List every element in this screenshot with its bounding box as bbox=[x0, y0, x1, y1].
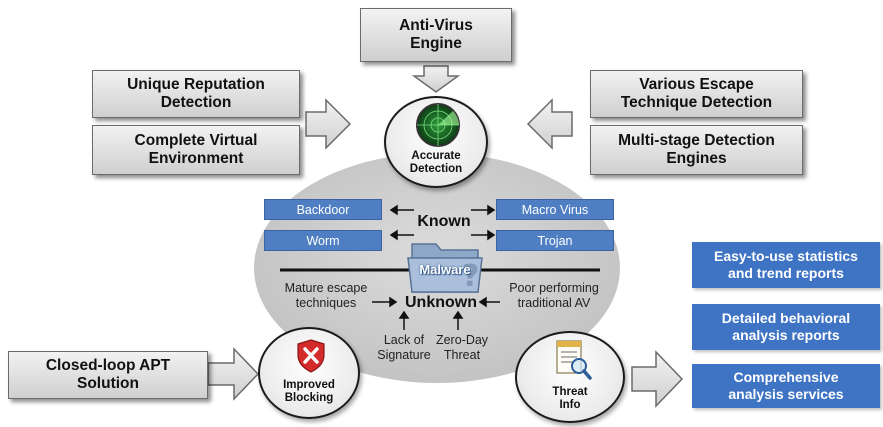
mature-escape-text: Mature escape techniques bbox=[284, 281, 368, 310]
closed-loop-apt-box: Closed-loop APT Solution bbox=[8, 351, 208, 399]
zero-day-threat-text: Zero-Day Threat bbox=[435, 333, 489, 362]
radar-icon bbox=[416, 103, 460, 147]
anti-virus-engine-box: Anti-Virus Engine bbox=[360, 8, 512, 62]
threat-info-label: Threat Info bbox=[552, 386, 588, 411]
accurate-detection-label: Accurate Detection bbox=[409, 150, 463, 175]
arrow-down-icon bbox=[411, 65, 461, 93]
closed-loop-apt-label: Closed-loop APT Solution bbox=[45, 357, 171, 392]
shield-x-icon bbox=[297, 339, 325, 373]
poor-performing-text: Poor performing traditional AV bbox=[509, 281, 599, 310]
virtual-environment-box: Complete Virtual Environment bbox=[92, 125, 300, 175]
tag-worm: Worm bbox=[264, 230, 382, 251]
escape-technique-box: Various Escape Technique Detection bbox=[590, 70, 803, 118]
escape-technique-label: Various Escape Technique Detection bbox=[620, 76, 773, 111]
unknown-label: Unknown bbox=[405, 294, 477, 311]
unique-reputation-box: Unique Reputation Detection bbox=[92, 70, 300, 118]
behavioral-reports-box: Detailed behavioral analysis reports bbox=[692, 304, 880, 350]
behavioral-reports-label: Detailed behavioral analysis reports bbox=[721, 310, 851, 343]
multi-stage-label: Multi-stage Detection Engines bbox=[618, 132, 775, 167]
known-label: Known bbox=[417, 213, 471, 230]
report-magnifier-icon bbox=[556, 340, 592, 380]
improved-blocking-circle: Improved Blocking bbox=[258, 327, 360, 419]
accurate-detection-circle: Accurate Detection bbox=[384, 96, 488, 188]
malware-label: Malware bbox=[419, 262, 471, 277]
unique-reputation-label: Unique Reputation Detection bbox=[127, 76, 265, 111]
arrow-right-icon bbox=[207, 347, 260, 401]
anti-virus-engine-label: Anti-Virus Engine bbox=[399, 17, 473, 52]
multi-stage-box: Multi-stage Detection Engines bbox=[590, 125, 803, 175]
unknown-arrows bbox=[372, 296, 500, 330]
tag-macro-virus: Macro Virus bbox=[496, 199, 614, 220]
lack-of-signature-text: Lack of Signature bbox=[377, 333, 431, 362]
analysis-services-box: Comprehensive analysis services bbox=[692, 364, 880, 408]
arrow-left-icon bbox=[526, 98, 573, 150]
virtual-environment-label: Complete Virtual Environment bbox=[134, 132, 258, 167]
statistics-reports-box: Easy-to-use statistics and trend reports bbox=[692, 242, 880, 288]
known-arrows bbox=[389, 204, 496, 241]
malware-folder-icon: ? bbox=[407, 243, 483, 294]
statistics-reports-label: Easy-to-use statistics and trend reports bbox=[714, 248, 858, 281]
threat-info-circle: Threat Info bbox=[515, 331, 625, 423]
arrow-right-icon bbox=[305, 98, 352, 150]
tag-backdoor: Backdoor bbox=[264, 199, 382, 220]
arrow-right-icon bbox=[631, 350, 684, 408]
svg-text:?: ? bbox=[462, 259, 479, 294]
analysis-services-label: Comprehensive analysis services bbox=[728, 369, 844, 402]
improved-blocking-label: Improved Blocking bbox=[283, 379, 335, 404]
tag-trojan: Trojan bbox=[496, 230, 614, 251]
